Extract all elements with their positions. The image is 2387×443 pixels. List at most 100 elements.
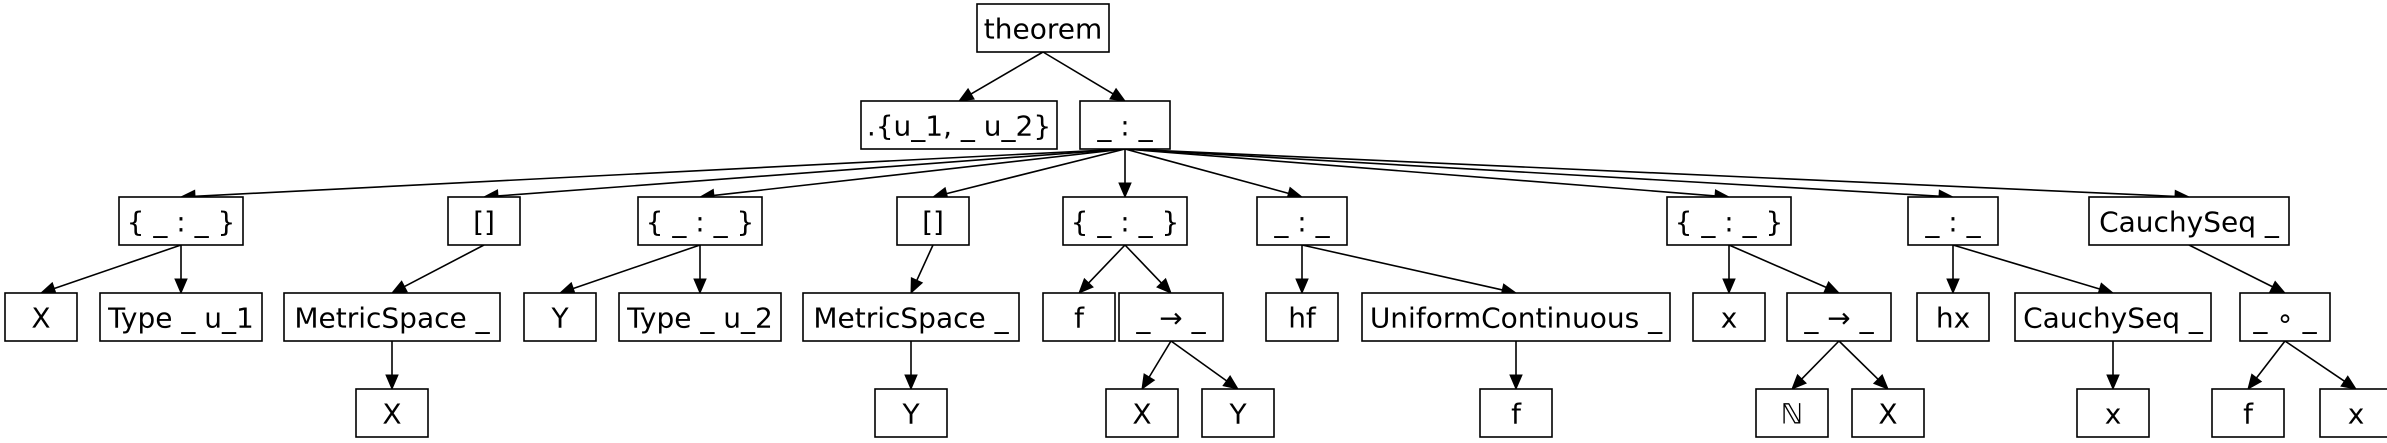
tree-node-symbol: ℕ (1755, 388, 1829, 438)
tree-node-symbol: _ → _ (1786, 292, 1892, 342)
node-label: f (1074, 302, 1085, 335)
tree-node-f: f (1042, 292, 1116, 342)
node-label: { _ : _ } (1675, 206, 1784, 239)
edge-n2-n24 (1124, 148, 1716, 197)
arrowhead-icon (1109, 87, 1127, 102)
edge-n2-n9 (713, 148, 1126, 197)
node-label: _ : _ (1924, 206, 1981, 239)
arrowhead-icon (1872, 374, 1889, 390)
node-label: x (2105, 398, 2122, 431)
node-label: Y (550, 302, 569, 335)
node-label: UniformContinuous _ (1370, 302, 1663, 335)
node-label: Type _ u_2 (626, 302, 773, 335)
node-label: Y (1228, 398, 1247, 431)
tree-node-symbol: _ ∘ _ (2239, 292, 2331, 342)
tree-node-symbol: [] (896, 196, 970, 246)
arrowhead-icon (1295, 278, 1309, 295)
node-box (1916, 292, 1990, 342)
arrowhead-icon (2106, 374, 2120, 391)
node-box (447, 196, 521, 246)
arrowhead-icon (385, 374, 399, 391)
node-label: f (2243, 398, 2254, 431)
edge-n0-n1 (970, 51, 1044, 95)
node-box (355, 388, 429, 438)
node-box (1755, 388, 1829, 438)
tree-node-type-u-1: Type _ u_1 (99, 292, 263, 342)
node-box (1666, 196, 1792, 246)
node-box (2076, 388, 2150, 438)
node-box (1851, 388, 1925, 438)
node-box (2319, 388, 2387, 438)
tree-node-x: x (1692, 292, 1766, 342)
tree-node-metricspace: MetricSpace _ (802, 292, 1020, 342)
arrowhead-icon (1156, 277, 1172, 294)
edge-n2-n33 (1124, 148, 2176, 198)
arrowhead-icon (904, 374, 918, 391)
arrowhead-icon (957, 87, 975, 102)
tree-node-symbol: { _ : _ } (1666, 196, 1792, 246)
node-label: x (1721, 302, 1738, 335)
node-box (2239, 292, 2331, 342)
node-box (1361, 292, 1671, 342)
node-label: _ : _ (1096, 110, 1153, 143)
arrowhead-icon (1791, 373, 1807, 390)
edge-n12-n13 (916, 244, 934, 281)
edge-n2-n20 (1124, 148, 1289, 195)
tree-node-symbol: _ : _ (1256, 196, 1348, 246)
node-box (1479, 388, 1553, 438)
edge-n15-n16 (1088, 244, 1126, 284)
arrowhead-icon (910, 277, 924, 295)
edge-n2-n29 (1124, 148, 1940, 197)
tree-node-type-u-2: Type _ u_2 (618, 292, 782, 342)
node-box (1786, 292, 1892, 342)
node-box (1201, 388, 1275, 438)
tree-node-uniformcontinuous: UniformContinuous _ (1361, 292, 1671, 342)
edge-n2-n6 (497, 148, 1126, 197)
arrowhead-icon (2247, 373, 2263, 391)
tree-node-x: X (1851, 388, 1925, 438)
tree-node-symbol: _ : _ (1079, 100, 1171, 150)
arrowhead-icon (1946, 278, 1960, 295)
tree-node-symbol: { _ : _ } (118, 196, 244, 246)
node-box (618, 292, 782, 342)
node-label: hf (1288, 302, 1317, 335)
tree-node-symbol: _ → _ (1118, 292, 1224, 342)
node-box (1692, 292, 1766, 342)
node-label: Type _ u_1 (107, 302, 254, 335)
edge-n20-n22 (1301, 244, 1503, 291)
node-label: CauchySeq _ (2023, 302, 2204, 335)
node-box (1265, 292, 1339, 342)
node-label: [] (473, 206, 495, 239)
node-label: { _ : _ } (1071, 206, 1180, 239)
node-box (4, 292, 78, 342)
node-label: .{u_1, _ u_2} (867, 110, 1051, 143)
node-box (99, 292, 263, 342)
node-box (283, 292, 501, 342)
arrowhead-icon (1141, 373, 1156, 391)
node-label: _ : _ (1273, 206, 1330, 239)
node-label: MetricSpace _ (813, 302, 1009, 335)
node-label: CauchySeq _ (2099, 206, 2280, 239)
node-label: Y (901, 398, 920, 431)
tree-node-theorem: theorem (976, 3, 1110, 53)
tree-node-x: x (2319, 388, 2387, 438)
node-label: X (1132, 398, 1151, 431)
tree-node-hf: hf (1265, 292, 1339, 342)
tree-node-y: Y (523, 292, 597, 342)
arrowhead-icon (693, 278, 707, 295)
arrowhead-icon (1222, 375, 1240, 390)
node-label: X (382, 398, 401, 431)
arrowhead-icon (1722, 278, 1736, 295)
edge-n29-n31 (1952, 244, 2100, 290)
tree-node-symbol: _ : _ (1907, 196, 1999, 246)
arrowhead-icon (2340, 375, 2358, 390)
node-box (523, 292, 597, 342)
arrowhead-icon (1078, 277, 1094, 294)
edge-n2-n3 (194, 148, 1126, 198)
node-box (1079, 100, 1171, 150)
node-box (1907, 196, 1999, 246)
node-label: [] (922, 206, 944, 239)
node-label: { _ : _ } (646, 206, 755, 239)
edge-n33-n34 (2188, 244, 2273, 288)
edge-n34-n36 (2284, 340, 2345, 382)
